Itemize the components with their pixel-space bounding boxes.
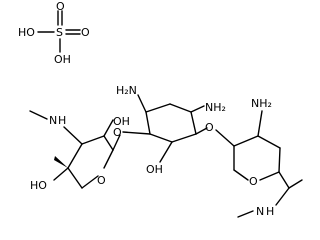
right-sugar-ring: O O NH₂ N H [205, 97, 303, 218]
sulfate-oh-label: OH [54, 53, 71, 66]
left-ring-bond-5 [67, 167, 83, 189]
left-n-methyl-bond [29, 110, 48, 120]
center-oh-bond [159, 141, 173, 163]
left-n-label: N [49, 114, 57, 127]
right-nh2-label: NH₂ [251, 97, 272, 110]
right-ring-bond-1 [233, 135, 259, 147]
right-n-label: N [256, 205, 264, 218]
center-ring-bond-6 [145, 111, 151, 135]
left-glyco-o-label: O [113, 126, 122, 139]
sulfate-o-top-label: O [56, 0, 65, 13]
right-ring-bond-2 [257, 135, 281, 149]
center-left-o-bond [122, 131, 151, 135]
left-ring-bond-6 [67, 143, 83, 169]
right-nh2-bond [257, 110, 263, 137]
right-ring-bond-3 [278, 147, 281, 173]
center-ring-bond-1 [145, 103, 171, 113]
left-oh-top-bond [103, 119, 114, 137]
left-nh-h-label: H [58, 114, 66, 127]
left-ring-o-label: O [97, 174, 106, 187]
left-ring-bond-3 [103, 149, 114, 169]
right-side-bond-1 [278, 171, 290, 189]
left-ring-bond-4 [81, 175, 99, 189]
right-n-methyl-bond [237, 210, 254, 218]
center-ring-bond-5 [149, 133, 173, 143]
center-right-o-bond [195, 127, 208, 135]
center-ring: H₂N NH₂ OH [116, 84, 226, 176]
right-ring-bond-4 [259, 171, 280, 181]
sulfate-o-right-label: O [81, 26, 90, 39]
left-ring-bond-2 [103, 135, 114, 151]
left-sugar-ring: N H OH HO O O [29, 110, 130, 192]
center-h2n-bond [137, 94, 147, 113]
left-ho-bond [53, 167, 69, 181]
right-glyco-o-label: O [205, 121, 214, 134]
left-methyl-wedge [54, 156, 68, 168]
left-ring-bond-1 [81, 135, 105, 145]
left-oh-top-label: OH [113, 115, 130, 128]
center-nh2-bond [190, 105, 205, 113]
center-nh2-label: NH₂ [205, 101, 226, 114]
center-ring-bond-2 [169, 103, 192, 113]
sulfate-group: S O O HO OH [18, 0, 90, 66]
center-oh-label: OH [146, 163, 163, 176]
sulfur-label: S [56, 26, 63, 39]
center-ring-bond-3 [190, 111, 197, 135]
center-h2n-label: H₂N [116, 84, 137, 97]
right-side-bond-2 [288, 179, 303, 189]
right-side-bond-3 [275, 187, 290, 206]
right-ring-o-label: O [249, 175, 258, 188]
sulfate-ho-label: HO [18, 26, 35, 39]
left-ho-label: HO [30, 179, 47, 192]
right-nh-h-label: H [266, 205, 274, 218]
left-nh-bond [63, 126, 83, 145]
gentamicin-sulfate-structure: S O O HO OH N H OH HO O O [18, 0, 303, 218]
center-ring-bond-4 [171, 133, 197, 143]
right-glyco-bond [215, 129, 235, 147]
right-ring-bond-5 [233, 169, 249, 181]
left-glyco-bond-a [112, 134, 121, 151]
